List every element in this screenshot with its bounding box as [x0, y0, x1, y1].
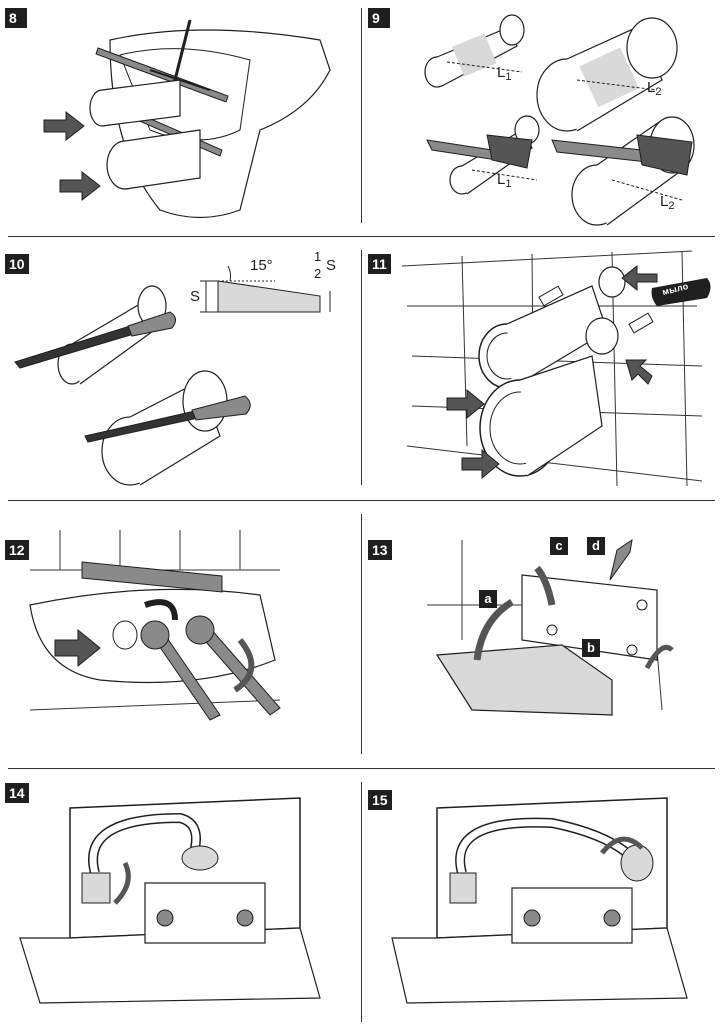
step-9-illustration [424, 14, 695, 226]
horizontal-divider-3 [8, 768, 715, 769]
label-frac-num: 1 [314, 249, 322, 264]
step-12-illustration [29, 530, 281, 721]
panel-step-8: 8 [0, 0, 360, 236]
label-l1-top: L1 [497, 64, 512, 84]
label-l2-bottom: L2 [660, 193, 675, 213]
step-14-illustration [19, 797, 321, 1004]
label-frac-den: 2 [314, 266, 322, 281]
step-11-illustration [401, 250, 711, 487]
step-15-illustration [391, 797, 688, 1004]
step-badge: 14 [5, 783, 29, 803]
vertical-divider-row2 [361, 250, 362, 485]
step-badge: 10 [5, 254, 29, 274]
vertical-divider-row3 [361, 514, 362, 754]
step-badge: 8 [5, 8, 27, 28]
label-l1-bottom: L1 [497, 171, 512, 191]
label-s-left: S [190, 288, 201, 305]
vertical-divider-row4 [361, 782, 362, 1022]
label-c: c [550, 537, 568, 555]
step-badge: 11 [368, 254, 391, 274]
label-frac-s: S [326, 257, 337, 274]
label-a: a [479, 590, 497, 608]
label-d: d [587, 537, 605, 555]
label-l2-top: L2 [647, 79, 662, 99]
label-angle: 15° [250, 257, 273, 274]
step-badge: 15 [368, 790, 392, 810]
horizontal-divider-2 [8, 500, 715, 501]
panel-step-15: 15 [362, 778, 723, 1030]
panel-step-9: 9 L1 L2 L1 L2 [362, 0, 723, 236]
step-13-illustration [427, 538, 674, 716]
label-b: b [582, 639, 600, 657]
step-badge: 9 [368, 8, 390, 28]
horizontal-divider-1 [8, 236, 715, 237]
step-badge: 13 [368, 540, 392, 560]
step-badge: 12 [5, 540, 29, 560]
panel-step-14: 14 [0, 778, 360, 1030]
step-10-illustration [14, 265, 331, 486]
panel-step-12: 12 [0, 510, 360, 760]
panel-step-11: 11 мыло [362, 246, 723, 496]
vertical-divider-row1 [361, 8, 362, 223]
step-8-illustration [43, 19, 331, 219]
panel-step-10: 10 15° 1 2 S S [0, 246, 360, 496]
panel-step-13: 13 a b c d [362, 510, 723, 760]
